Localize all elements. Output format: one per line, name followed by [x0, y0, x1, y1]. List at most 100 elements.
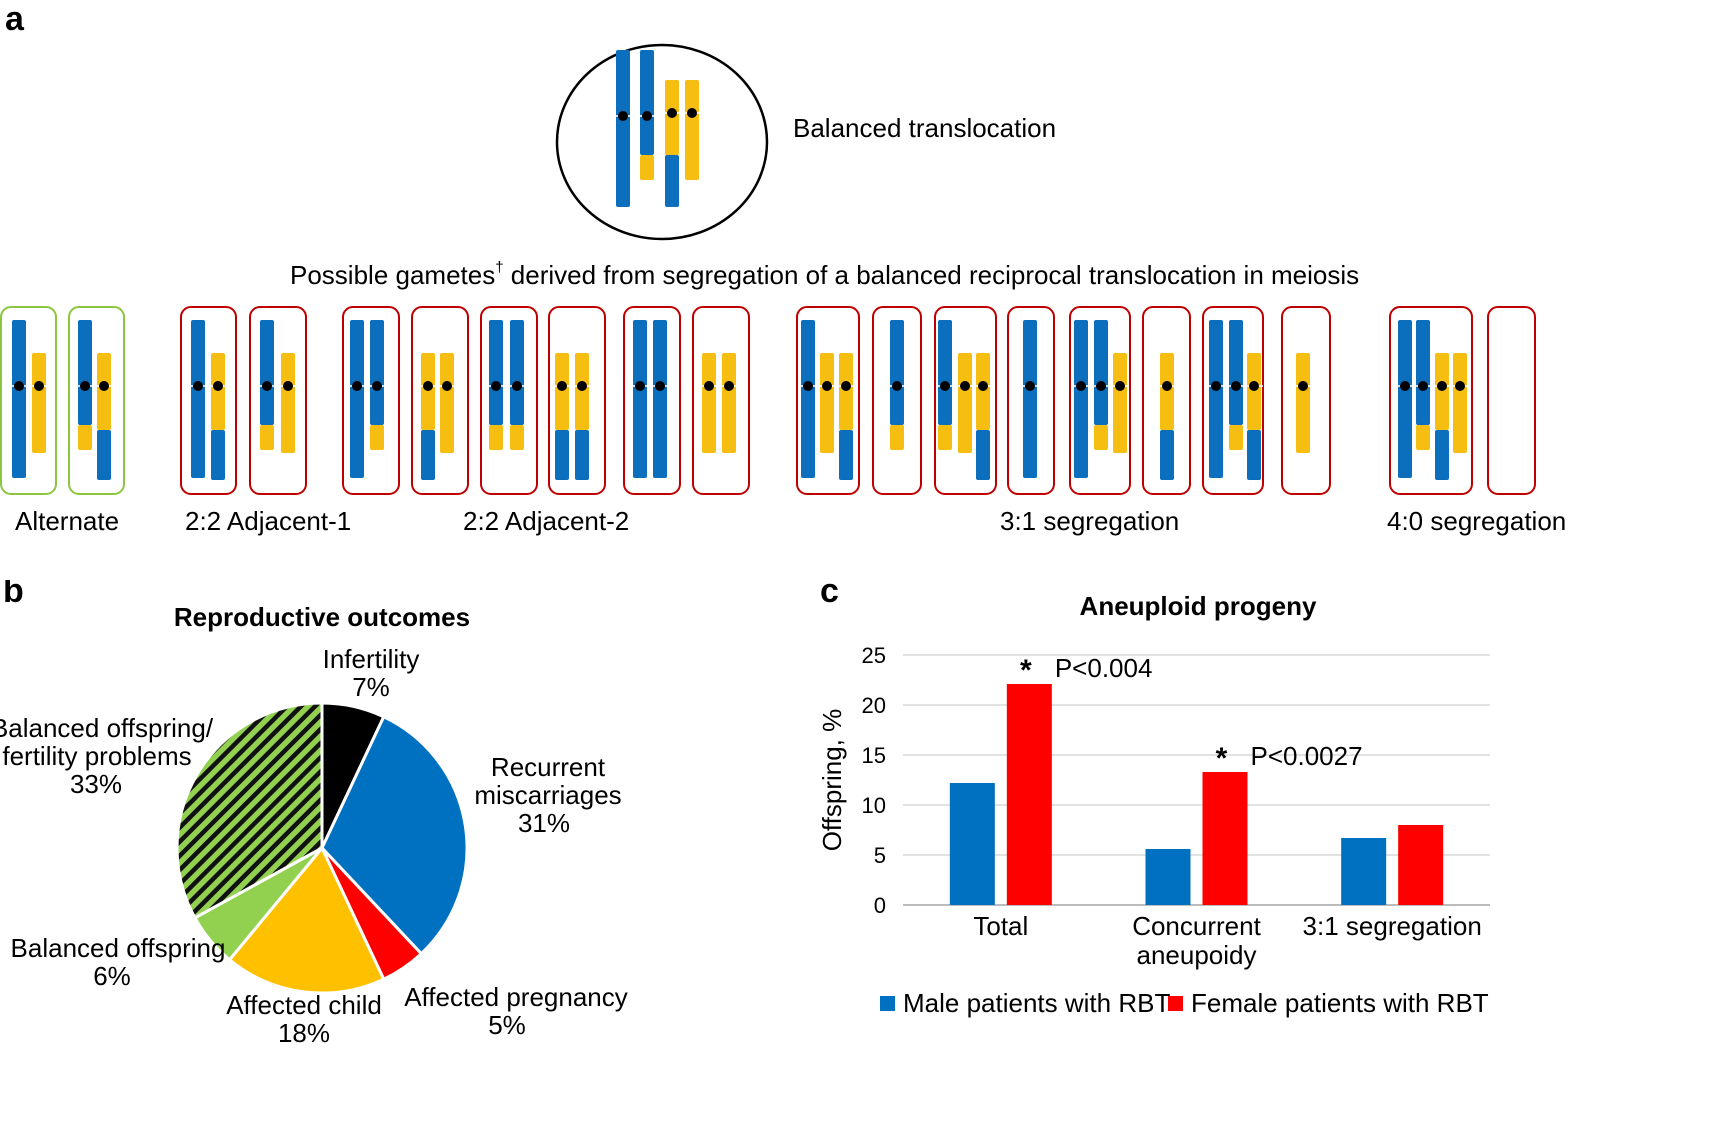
gamete-chromosome — [76, 320, 94, 450]
gamete-17 — [1202, 306, 1264, 495]
balanced-translocation-chromosomes — [614, 50, 701, 207]
pie-title: Reproductive outcomes — [174, 602, 470, 632]
gamete-chromosome — [818, 353, 836, 453]
centromere-dot — [704, 381, 714, 391]
centromere-dot — [655, 381, 665, 391]
pie-slice-balanced-offspring-fertility-problems — [175, 701, 324, 920]
pct-infertility: 7% — [352, 672, 390, 702]
blue-segment — [191, 320, 205, 478]
gamete-chromosome — [1111, 353, 1129, 453]
group-label-3-1: 3:1 segregation — [1000, 506, 1179, 536]
yellow-segment — [685, 80, 699, 180]
gamete-chromosome — [799, 320, 817, 478]
blue-segment — [653, 320, 667, 478]
centromere-dot — [557, 381, 567, 391]
significance-star: * — [1216, 742, 1228, 775]
gamete-box — [1142, 306, 1191, 495]
blue-segment — [1416, 320, 1430, 425]
gamete-box — [1281, 306, 1331, 495]
centromere-dot — [99, 381, 109, 391]
gamete-box — [411, 306, 469, 495]
y-tick-label: 15 — [862, 743, 886, 768]
bar-male-3 — [1341, 838, 1387, 905]
centromere-dot — [642, 111, 652, 121]
gamete-box — [1069, 306, 1131, 495]
gamete-8 — [548, 306, 606, 495]
gamete-box — [1007, 306, 1055, 495]
gamete-1 — [0, 306, 57, 495]
gamete-chromosome — [1092, 320, 1110, 450]
chromosome-normal-1 — [614, 50, 632, 207]
centromere-dot — [1096, 381, 1106, 391]
gamete-7 — [480, 306, 538, 495]
gamete-3 — [180, 306, 237, 495]
panel-b-letter: b — [3, 580, 24, 610]
yellow-segment — [1247, 353, 1261, 430]
yellow-segment — [421, 353, 435, 430]
label-balanced-offspring: Balanced offspring — [11, 933, 226, 963]
gamete-chromosome — [189, 320, 207, 478]
blue-segment — [555, 430, 569, 480]
yellow-segment — [890, 425, 904, 450]
centromere-dot — [1437, 381, 1447, 391]
pct-affected-child: 18% — [278, 1018, 330, 1048]
label-affected-child: Affected child — [226, 990, 382, 1020]
blue-segment — [421, 430, 435, 480]
gamete-chromosome — [95, 353, 113, 480]
centromere-dot — [577, 381, 587, 391]
yellow-segment — [510, 425, 524, 450]
panel-a-letter: a — [5, 0, 25, 38]
gamete-box — [623, 306, 681, 495]
gamete-chromosome — [1396, 320, 1414, 478]
centromere-dot — [352, 381, 362, 391]
gamete-box — [548, 306, 606, 495]
gamete-chromosome — [700, 353, 718, 453]
centromere-dot — [822, 381, 832, 391]
centromere-dot — [262, 381, 272, 391]
blue-segment — [1209, 320, 1223, 478]
bar-chart-title: Aneuploid progeny — [1080, 591, 1317, 621]
gamete-5 — [342, 306, 400, 495]
gamete-20 — [1487, 306, 1536, 495]
yellow-segment — [722, 353, 736, 453]
y-tick-label: 25 — [862, 643, 886, 668]
legend-swatch — [880, 996, 895, 1011]
yellow-segment — [211, 353, 225, 430]
bar-female-1 — [1006, 684, 1052, 905]
x-tick-label: Total — [973, 911, 1028, 941]
label-recurrent-2: miscarriages — [474, 780, 621, 810]
centromere-dot — [34, 381, 44, 391]
panel-c-letter: c — [820, 580, 839, 610]
gamete-box — [68, 306, 125, 495]
x-tick-label: 3:1 segregation — [1303, 911, 1482, 941]
blue-segment — [640, 50, 654, 155]
centromere-dot — [724, 381, 734, 391]
centromere-dot — [213, 381, 223, 391]
gamete-chromosome — [888, 320, 906, 450]
label-balanced-fertility-2: fertility problems — [2, 741, 191, 771]
gamete-box — [1389, 306, 1473, 495]
centromere-dot — [978, 381, 988, 391]
centromere-dot — [1455, 381, 1465, 391]
blue-segment — [890, 320, 904, 425]
gamete-2 — [68, 306, 125, 495]
blue-segment — [976, 430, 990, 480]
chromosome-derivative-2 — [663, 80, 681, 207]
gamete-chromosome — [1158, 353, 1176, 480]
yellow-segment — [640, 155, 654, 180]
centromere-dot — [1298, 381, 1308, 391]
panel-b-pie-chart: b Reproductive outcomes Infertility 7% R… — [0, 580, 628, 1048]
centromere-dot — [892, 381, 902, 391]
blue-segment — [938, 320, 952, 425]
panel-c-bar-chart: c Aneuploid progeny Offspring, % 0510152… — [817, 580, 1490, 1018]
blue-segment — [575, 430, 589, 480]
cell-circle — [555, 43, 769, 241]
gamete-chromosome — [837, 353, 855, 480]
blue-segment — [1435, 430, 1449, 480]
blue-segment — [1229, 320, 1243, 425]
pct-recurrent: 31% — [518, 808, 570, 838]
yellow-segment — [1453, 353, 1467, 453]
blue-segment — [12, 320, 26, 478]
group-label-adjacent-1: 2:2 Adjacent-1 — [185, 506, 351, 536]
